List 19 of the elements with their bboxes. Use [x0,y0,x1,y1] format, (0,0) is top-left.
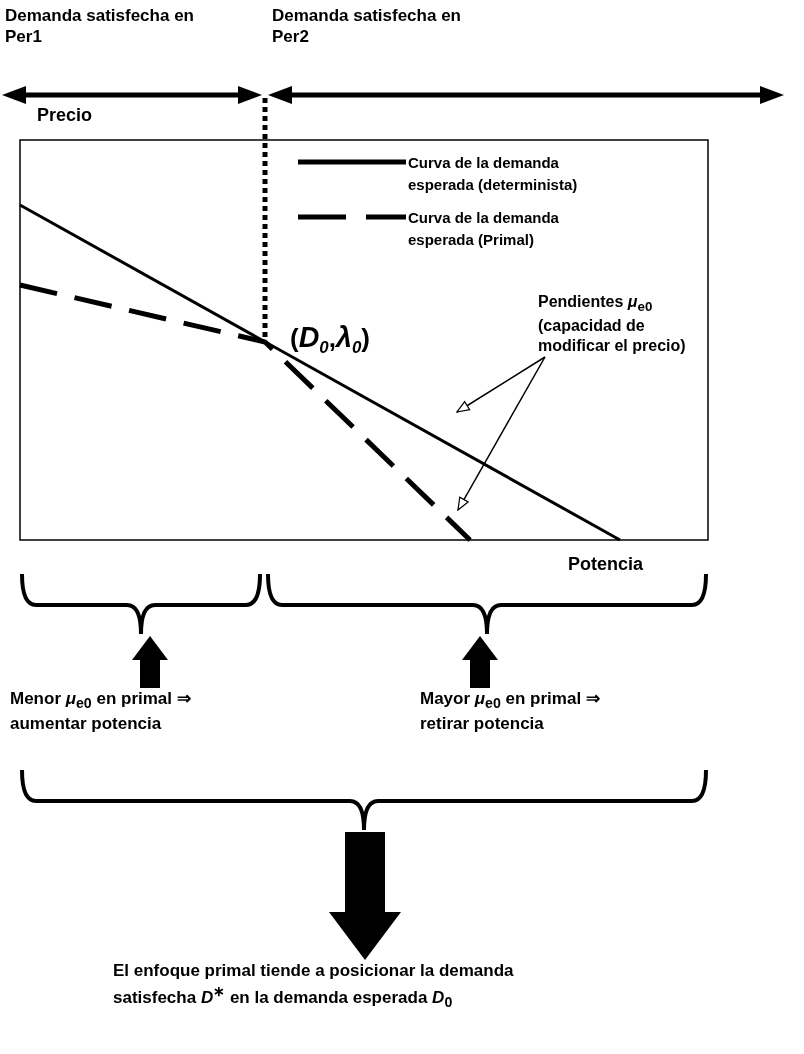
block-arrow [132,636,168,688]
conclusion-text: El enfoque primal tiende a posicionar la demanda satisfecha D$^{∗}$ en la demanda esperada D$_{0}$ [113,960,543,1012]
brace-shape [266,574,708,636]
block-arrow [462,636,498,688]
annotation-text: Pendientes μ$_{e0}$ (capacidad de modificar el precio) [538,292,718,358]
brace-shape [20,574,262,636]
brace-shape [20,770,708,832]
legend-text: Curva de la demanda esperada (determinista) [408,153,579,195]
leader-arrow [456,356,546,413]
point-label: (D$_{0}$,λ$_{0}$) [290,320,371,359]
axis-label: Precio [37,104,94,127]
axis-label: Potencia [568,553,645,576]
legend-text: Curva de la demanda esperada (Primal) [408,208,560,250]
explanation-text: Menor μ$_{e0}$ en primal ⇒ aumentar potencia [10,688,200,735]
leader-arrow [457,356,546,511]
explanation-text: Mayor μ$_{e0}$ en primal ⇒ retirar potencia [420,688,610,735]
block-arrow [329,832,401,960]
period-label: Demanda satisfecha en Per2 [272,5,462,48]
period-label: Demanda satisfecha en Per1 [5,5,195,48]
